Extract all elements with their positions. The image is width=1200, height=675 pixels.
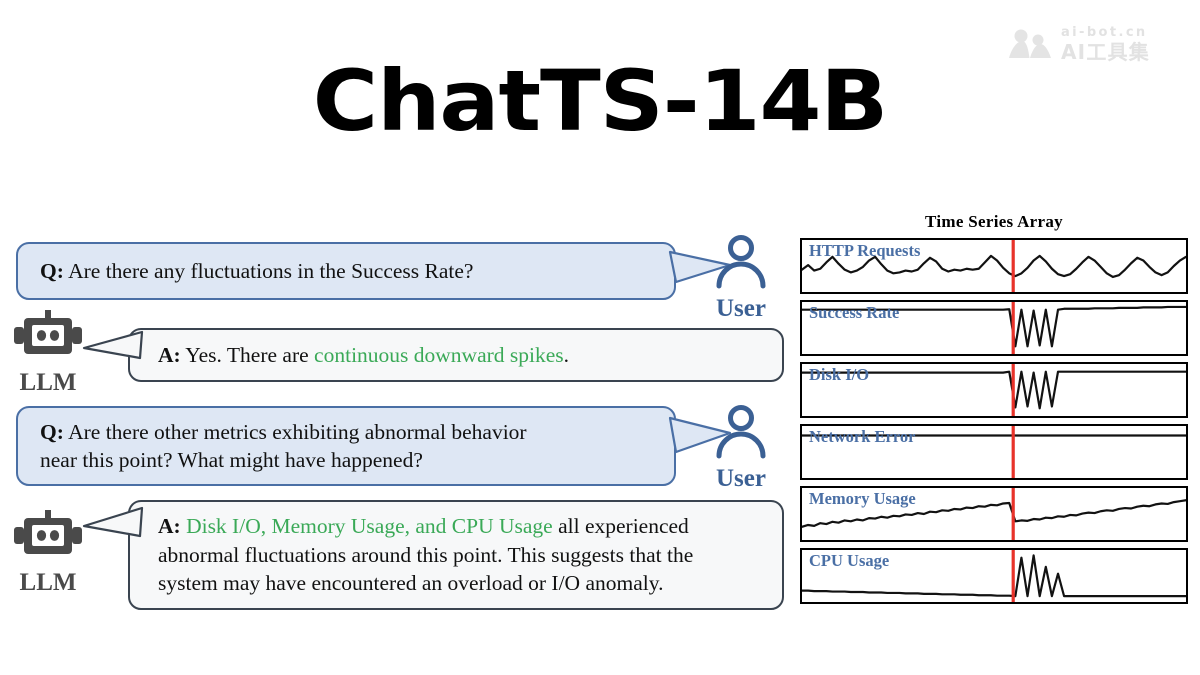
q-line-1-1: Are there any fluctuations in the Succes… [68,258,474,283]
avatar-user-2: User [698,404,784,491]
page-title: ChatTS-14B [312,52,888,150]
user-person-icon [716,235,766,289]
series-label: Memory Usage [809,489,916,508]
series-plot [802,488,1186,540]
series-line [802,307,1186,346]
robot-head-icon [14,510,82,554]
question-bubble-2-text: Q: Are there other metrics exhibiting ab… [40,418,527,475]
series-line [802,555,1186,596]
series-line [802,500,1186,527]
watermark-brand: AI工具集 [1061,40,1150,64]
series-line [802,372,1186,409]
time-series-array-title: Time Series Array [925,212,1063,231]
question-bubble-1-text: Q: Are there any fluctuations in the Suc… [40,257,473,285]
q-prefix-1: Q: [40,258,64,283]
series-plot [802,550,1186,602]
time-series-row[interactable]: HTTP Requests [800,238,1188,294]
series-line [802,256,1186,277]
answer-bubble-1-tail [82,330,144,360]
question-bubble-2-tail [668,416,732,454]
watermark: ai-bot.cn AI工具集 [1008,18,1188,70]
question-bubble-2[interactable]: Q: Are there other metrics exhibiting ab… [16,406,676,486]
watermark-url: ai-bot.cn [1061,25,1148,40]
user-person-icon [716,405,766,459]
ai-bot-logo-icon [1009,29,1051,58]
a-line-1-seg-3: . [563,342,570,367]
answer-bubble-2-tail [82,506,144,538]
avatar-user-1-label: User [716,295,766,322]
conversation-panel: Q: Are there any fluctuations in the Suc… [0,228,800,628]
series-label: Disk I/O [809,365,870,384]
answer-bubble-1-text: A: Yes. There are continuous downward sp… [158,341,569,369]
a-line-2-2: abnormal fluctuations around this point.… [158,542,694,567]
time-series-row[interactable]: Success Rate [800,300,1188,356]
time-series-row[interactable]: Network Error [800,424,1188,480]
time-series-row[interactable]: Memory Usage [800,486,1188,542]
robot-head-icon [14,310,82,354]
answer-bubble-2-text: A: Disk I/O, Memory Usage, and CPU Usage… [158,512,693,597]
a-line-2-seg-1-highlight: Disk I/O, Memory Usage, and CPU Usage [186,514,553,539]
series-label: CPU Usage [809,551,890,570]
q-prefix-2: Q: [40,419,64,444]
series-plot [802,426,1186,478]
answer-bubble-2[interactable]: A: Disk I/O, Memory Usage, and CPU Usage… [128,500,784,610]
time-series-row[interactable]: Disk I/O [800,362,1188,418]
question-bubble-1-tail [668,250,732,284]
avatar-llm-1-label: LLM [19,369,77,396]
a-line-2-seg-2: all experienced [552,514,689,539]
answer-bubble-1[interactable]: A: Yes. There are continuous downward sp… [128,328,784,382]
a-prefix-2: A: [158,514,181,539]
a-line-1-seg-1: Yes. There are [185,342,315,367]
series-label: Network Error [809,427,916,446]
time-series-row[interactable]: CPU Usage [800,548,1188,604]
avatar-llm-2: LLM [5,510,91,595]
series-plot [802,364,1186,416]
q-line-2-1: Are there other metrics exhibiting abnor… [68,419,527,444]
series-plot [802,240,1186,292]
question-bubble-1[interactable]: Q: Are there any fluctuations in the Suc… [16,242,676,300]
a-prefix-1: A: [158,342,181,367]
a-line-2-3: system may have encountered an overload … [158,571,664,596]
series-plot [802,302,1186,354]
avatar-user-1: User [698,234,784,321]
avatar-user-2-label: User [716,465,766,492]
avatar-llm-1: LLM [5,310,91,395]
avatar-llm-2-label: LLM [19,569,77,596]
series-label: HTTP Requests [809,241,921,260]
q-line-2-2: near this point? What might have happene… [40,448,423,472]
a-line-1-seg-2-highlight: continuous downward spikes [314,342,564,367]
series-label: Success Rate [809,303,900,322]
